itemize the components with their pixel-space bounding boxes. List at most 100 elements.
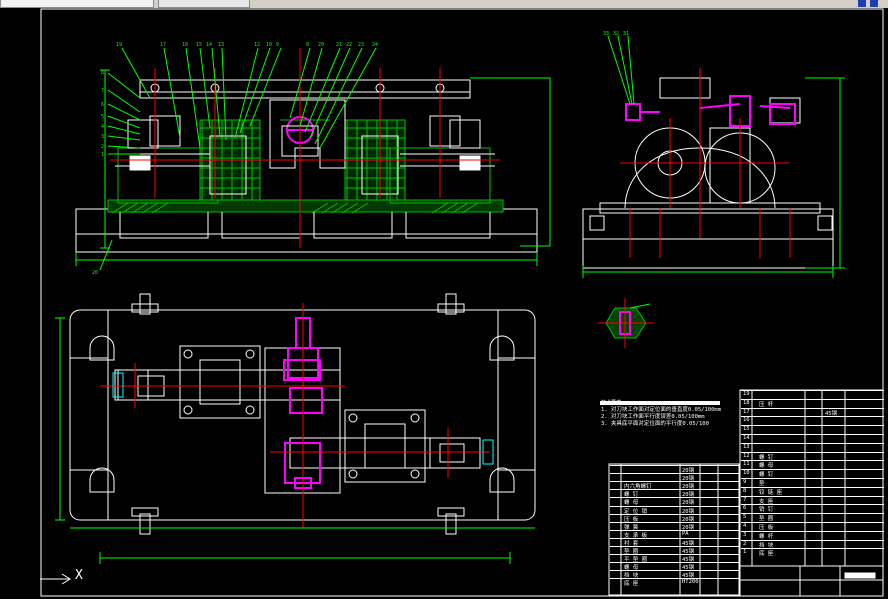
- bom-left-material: 45钢: [682, 573, 695, 580]
- bom-right-name: 压 杆: [759, 401, 774, 408]
- bom-left-material: 45钢: [682, 549, 695, 555]
- bom-right-number: 19: [743, 391, 750, 397]
- svg-text:24: 24: [372, 42, 378, 48]
- bom-right-name: 销 钉: [759, 507, 774, 514]
- notes-heading: 技术要求: [601, 400, 622, 406]
- bom-left-name: 定 位 销: [624, 508, 648, 515]
- bom-right-number: 1: [743, 549, 747, 556]
- bom-left-material: 20钢: [682, 476, 695, 483]
- bom-left-row: 弹 簧 20钢: [610, 521, 740, 531]
- bom-left-name: 弹 簧: [624, 524, 639, 531]
- bom-right-row: 11 螺 母: [741, 460, 884, 470]
- bom-left-material: 45钢: [682, 557, 695, 564]
- bom-right-row: 10 螺 钉: [741, 469, 884, 479]
- section-detail: [598, 298, 654, 348]
- svg-text:23: 23: [358, 42, 364, 48]
- bom-right-name: 螺 钉: [759, 454, 774, 461]
- bom-left-name: 支 承 板: [624, 532, 648, 539]
- bom-right-number: 8: [743, 487, 747, 494]
- bom-left-name: 螺 钉: [624, 492, 639, 499]
- svg-text:21: 21: [336, 42, 342, 48]
- bom-right-name: 螺 钉: [759, 472, 774, 479]
- bom-right-name: 挡 块: [759, 542, 774, 549]
- bom-left-row: 支 承 板 PA: [610, 529, 740, 539]
- svg-text:22: 22: [346, 42, 352, 48]
- drawing-border: [40, 8, 884, 597]
- bom-right-row: 2 挡 块: [741, 539, 884, 550]
- bom-right-number: 2: [743, 540, 747, 547]
- bom-left-material: PA: [682, 530, 689, 537]
- bom-left-row: 定 位 销 20钢: [610, 505, 740, 515]
- ucs-icon: [40, 573, 71, 585]
- side-callout-label: 31: [623, 31, 630, 37]
- bom-right-number: 12: [743, 452, 750, 459]
- bom-right-row: 13: [741, 442, 884, 453]
- svg-text:14: 14: [206, 42, 212, 48]
- bom-left-material: 20钢: [682, 484, 695, 491]
- bom-left-name: 衬 套: [624, 540, 639, 547]
- bom-right-name: 螺 母: [759, 463, 774, 470]
- svg-text:18: 18: [182, 42, 188, 48]
- bom-left-row: 20钢: [610, 473, 740, 482]
- svg-text:3: 3: [101, 134, 104, 140]
- bom-right-number: 11: [743, 461, 750, 468]
- tab-drawing[interactable]: [0, 0, 154, 8]
- bom-left-table: [608, 463, 740, 596]
- bom-right-row: 1 底 座: [741, 548, 884, 558]
- bom-right-number: 4: [743, 523, 747, 529]
- bom-right-row: 12 螺 钉: [741, 451, 884, 462]
- bom-left-row: 20钢: [610, 465, 740, 474]
- bom-left-name: 垫 圈: [624, 549, 639, 555]
- title-bar: [0, 0, 888, 8]
- svg-text:17: 17: [160, 42, 166, 48]
- bom-right-name: 底 座: [759, 551, 774, 558]
- bom-right-number: 3: [743, 531, 747, 538]
- plan-cyan-marks: [112, 372, 494, 465]
- svg-text:12: 12: [254, 42, 260, 48]
- bom-left-material: 20钢: [682, 524, 695, 531]
- bom-right-name: 螺 杆: [759, 533, 774, 540]
- svg-text:1: 1: [101, 152, 104, 158]
- bom-right-row: 14: [741, 434, 884, 444]
- bom-right-number: 9: [743, 479, 747, 485]
- bom-right-material: 45钢: [825, 410, 838, 417]
- bom-left-row: 垫 圈 45钢: [610, 546, 740, 555]
- bom-right-number: 10: [743, 470, 750, 477]
- svg-text:8: 8: [306, 42, 309, 48]
- close-icon[interactable]: [870, 0, 878, 7]
- bom-right-name: 支 座: [759, 498, 774, 505]
- note-line-1: 1. 对刀块工作面对定位面的垂直度0.05/100mm: [601, 407, 722, 413]
- note-line-3: 3. 夹具底平面对定位面的平行度0.05/100: [601, 421, 709, 427]
- svg-text:4: 4: [101, 124, 104, 130]
- svg-text:9: 9: [276, 42, 279, 48]
- bom-right-name: 压 板: [759, 525, 774, 531]
- bom-right-number: 7: [743, 496, 747, 503]
- svg-text:20: 20: [318, 42, 324, 48]
- bom-left-material: 45钢: [682, 565, 695, 572]
- svg-text:10: 10: [266, 42, 272, 48]
- bom-left-material: 20钢: [682, 508, 695, 515]
- bom-left-material: 20钢: [682, 500, 695, 507]
- plan-dimensions: [55, 317, 535, 564]
- bom-right-number: 13: [743, 443, 750, 450]
- bom-right-row: 7 支 座: [741, 495, 884, 506]
- tab-secondary[interactable]: [158, 0, 250, 8]
- side-centerlines: [620, 68, 791, 258]
- bom-right-number: 15: [743, 426, 750, 433]
- minimize-icon[interactable]: [858, 0, 866, 7]
- svg-text:15: 15: [196, 42, 202, 48]
- bom-right-name: 垫: [759, 481, 765, 487]
- front-view: [75, 79, 538, 253]
- bom-left-name: 底 座: [624, 581, 639, 588]
- bom-right-row: 16: [741, 416, 884, 426]
